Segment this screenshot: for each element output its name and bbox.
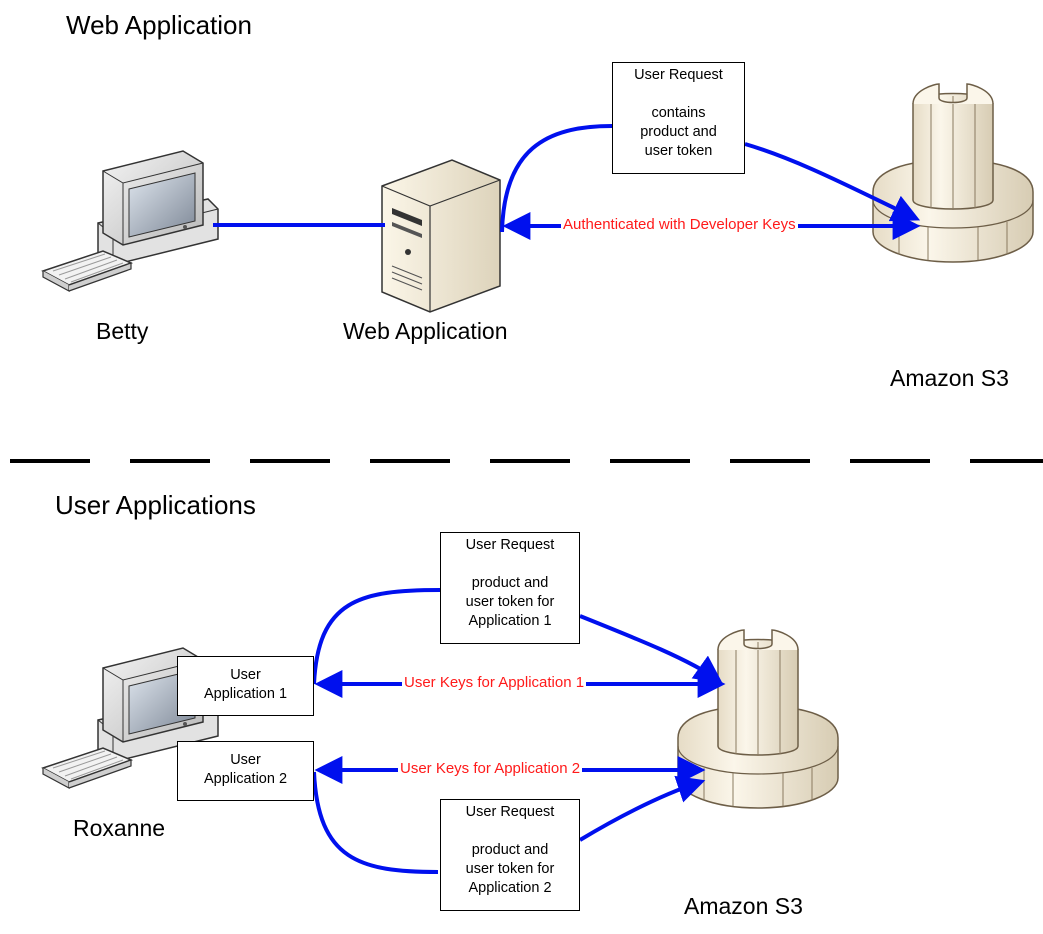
request-line: Application 1: [468, 613, 552, 629]
app-line: User: [230, 752, 261, 768]
request-line: Application 2: [468, 880, 552, 896]
request2-curve-left: [312, 771, 439, 874]
s3-label-top: Amazon S3: [890, 365, 1009, 391]
dev-keys-label: Authenticated with Developer Keys: [561, 216, 798, 234]
section-title-web: Web Application: [66, 10, 252, 40]
app-line: Application 2: [203, 771, 288, 787]
request-title: User Request: [465, 804, 555, 820]
s3-label-bottom: Amazon S3: [684, 893, 803, 919]
s3-storage-icon: [872, 83, 1034, 263]
request-line: user token for: [465, 594, 555, 610]
request2-curve-right: [578, 775, 706, 842]
request1-curve-right: [579, 614, 723, 684]
server-icon: [381, 159, 501, 313]
request-curve-right: [744, 142, 921, 222]
user-request-2-box: User Request product and user token for …: [440, 799, 580, 911]
request1-curve-left: [312, 588, 441, 685]
app1-keys-label: User Keys for Application 1: [402, 674, 587, 692]
request-line: product and: [640, 124, 717, 140]
s3-storage-icon: [677, 629, 839, 809]
user-application-1-box: User Application 1: [177, 656, 314, 716]
computer-icon: [42, 150, 219, 292]
request-line: user token for: [465, 861, 555, 877]
user-application-2-box: User Application 2: [177, 741, 314, 801]
user-request-1-box: User Request product and user token for …: [440, 532, 580, 644]
app-line: User: [230, 667, 261, 683]
request-line: contains: [651, 105, 706, 121]
user-label-betty: Betty: [96, 318, 149, 344]
request-line: user token: [644, 143, 713, 159]
section-title-user-apps: User Applications: [55, 490, 256, 520]
request-title: User Request: [465, 537, 555, 553]
request-title: User Request: [634, 67, 723, 83]
user-label-roxanne: Roxanne: [73, 815, 166, 841]
app2-keys-label: User Keys for Application 2: [398, 760, 583, 778]
app-line: Application 1: [203, 686, 288, 702]
request-line: product and: [471, 575, 549, 591]
request-line: product and: [471, 842, 549, 858]
request-curve-left: [500, 124, 613, 233]
user-request-box: User Request contains product and user t…: [612, 62, 745, 174]
server-label: Web Application: [343, 318, 508, 344]
